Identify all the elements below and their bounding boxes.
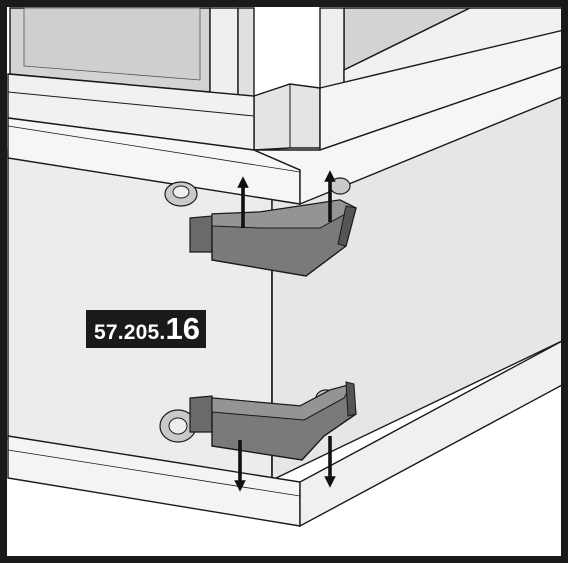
appliance-base [7,7,565,206]
part-number-prefix: 57.205. [94,321,166,344]
upper-nut-right [329,177,351,195]
part-number-label: 57.205.16 [86,310,206,348]
upper-clip [189,199,358,277]
upper-clip-arrows [237,170,336,228]
upper-nut-left [164,181,198,207]
part-number-suffix: 16 [165,311,200,346]
lower-clip-arrows [234,436,336,492]
lower-clip [189,381,357,461]
